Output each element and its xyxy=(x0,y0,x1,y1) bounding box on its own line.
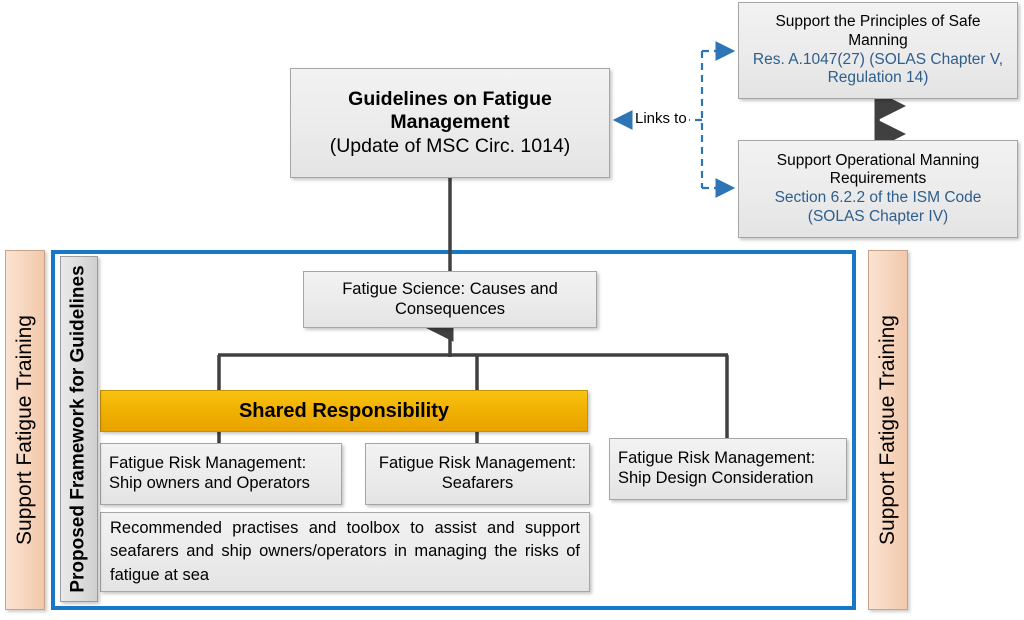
safe-manning-title: Support the Principles of Safe Manning xyxy=(775,13,981,49)
support-fatigue-training-left-panel[interactable]: Support Fatigue Training xyxy=(5,250,45,610)
shared-responsibility-label: Shared Responsibility xyxy=(238,399,450,422)
frm-owners-label: Fatigue Risk Management: Ship owners and… xyxy=(109,454,310,492)
safe-manning-reference: Res. A.1047(27) (SOLAS Chapter V, Regula… xyxy=(752,50,1004,87)
recommended-practises-label: Recommended practises and toolbox to ass… xyxy=(110,518,580,584)
proposed-framework-frame xyxy=(51,250,856,610)
proposed-framework-label: Proposed Framework for Guidelines xyxy=(60,256,98,602)
support-safe-manning-node[interactable]: Support the Principles of Safe Manning R… xyxy=(738,2,1018,99)
guidelines-on-fatigue-management-node[interactable]: Guidelines on Fatigue Management (Update… xyxy=(290,68,610,178)
frm-seafarers-label: Fatigue Risk Management: Seafarers xyxy=(378,454,577,492)
frm-design-label: Fatigue Risk Management: Ship Design Con… xyxy=(618,449,816,487)
fatigue-risk-management-owners-node[interactable]: Fatigue Risk Management: Ship owners and… xyxy=(100,443,342,505)
operational-manning-reference: Section 6.2.2 of the ISM Code (SOLAS Cha… xyxy=(774,189,982,225)
proposed-framework-text: Proposed Framework for Guidelines xyxy=(68,265,90,593)
right-training-label: Support Fatigue Training xyxy=(876,315,900,545)
shared-responsibility-node[interactable]: Shared Responsibility xyxy=(100,390,588,432)
support-operational-manning-node[interactable]: Support Operational Manning Requirements… xyxy=(738,140,1018,238)
fatigue-risk-management-ship-design-node[interactable]: Fatigue Risk Management: Ship Design Con… xyxy=(609,438,847,500)
links-to-label: Links to xyxy=(633,110,689,127)
recommended-practises-node[interactable]: Recommended practises and toolbox to ass… xyxy=(100,512,590,592)
fatigue-science-label: Fatigue Science: Causes and Consequences xyxy=(342,279,558,318)
support-fatigue-training-right-panel[interactable]: Support Fatigue Training xyxy=(868,250,908,610)
guidelines-title: Guidelines on Fatigue Management xyxy=(348,87,552,134)
left-training-label: Support Fatigue Training xyxy=(13,315,37,545)
guidelines-subtitle: (Update of MSC Circ. 1014) xyxy=(329,134,571,157)
operational-manning-title: Support Operational Manning Requirements xyxy=(776,151,980,188)
fatigue-science-node[interactable]: Fatigue Science: Causes and Consequences xyxy=(303,271,597,328)
fatigue-risk-management-seafarers-node[interactable]: Fatigue Risk Management: Seafarers xyxy=(365,443,590,505)
